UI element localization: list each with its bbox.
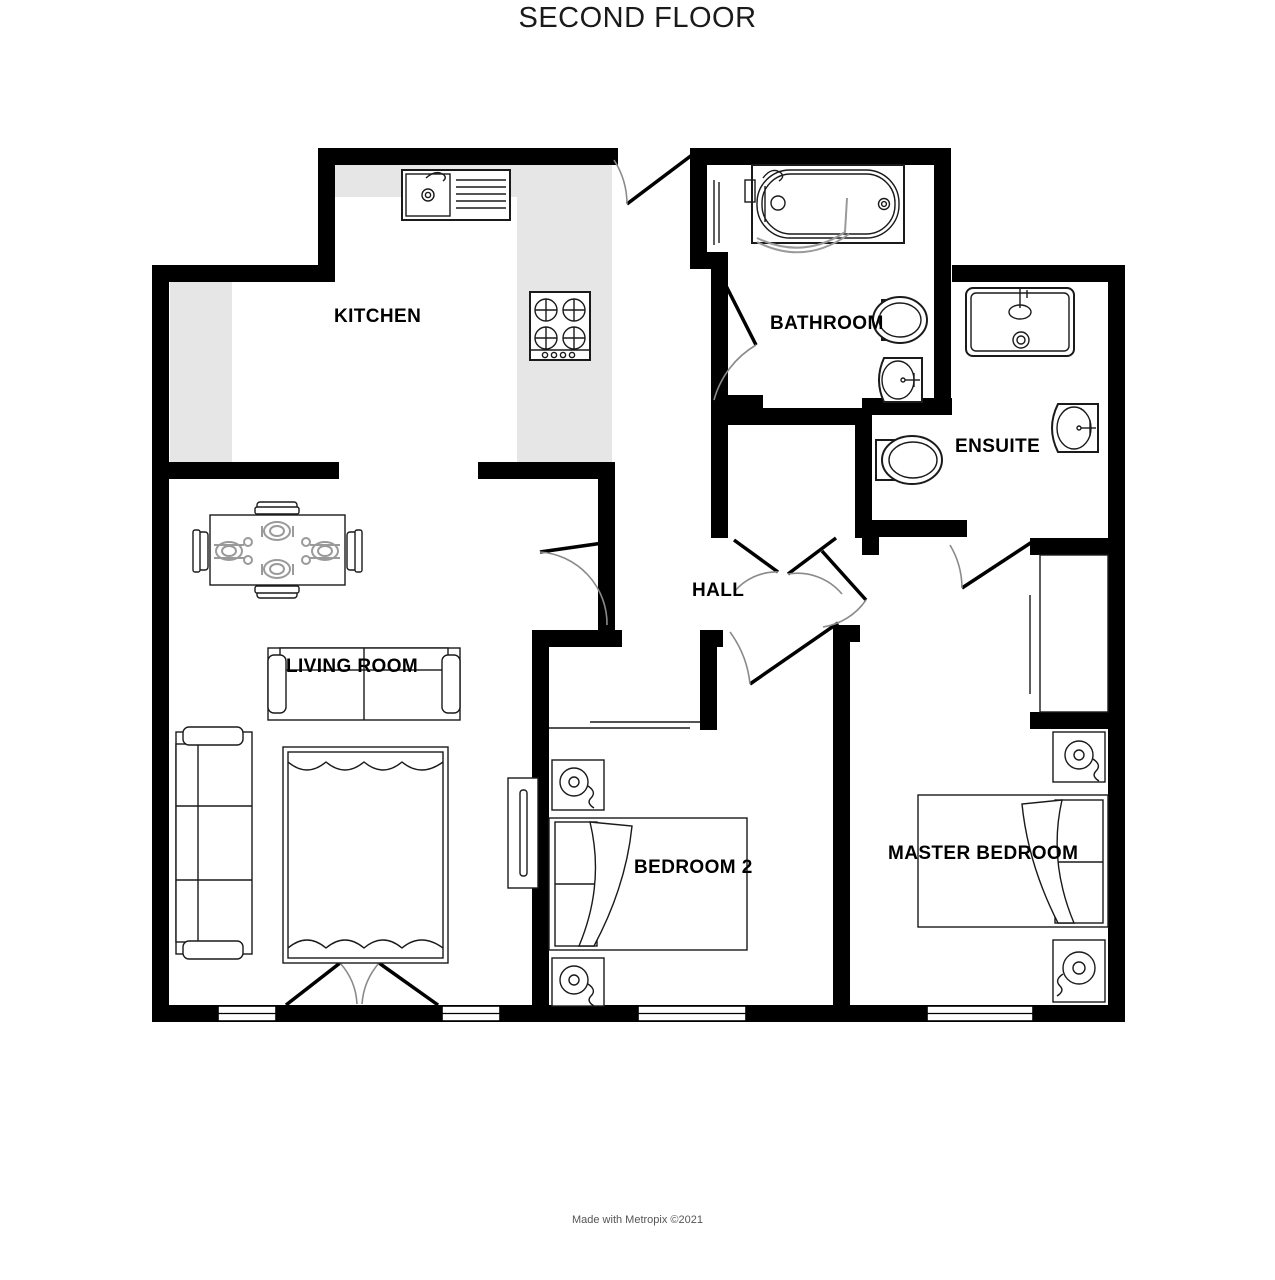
wash-basin-bathroom-icon — [878, 357, 923, 403]
window-bedroom-2 — [636, 1005, 748, 1022]
door-bathroom — [712, 261, 758, 401]
radiator-icon — [507, 777, 539, 889]
wardrobe-master-icon — [1029, 554, 1109, 713]
wash-basin-ensuite-icon — [1051, 403, 1099, 453]
door-hall-lobby-left — [732, 538, 780, 593]
bedside-table-lamp-bedroom-2-bottom — [551, 957, 605, 1007]
bathtub-icon — [744, 164, 905, 254]
room-label-kitchen: KITCHEN — [334, 306, 422, 327]
page-title: SECOND FLOOR — [518, 2, 757, 34]
wardrobe-bedroom-2-icon — [549, 721, 700, 729]
door-living-room-hall — [539, 540, 611, 626]
bedroom-2-furniture — [507, 721, 748, 1007]
three-seat-sofa-icon — [175, 726, 253, 960]
toilet-ensuite-icon — [875, 435, 943, 485]
room-label-living-room: LIVING ROOM — [286, 656, 419, 677]
door-bedroom-2 — [729, 621, 839, 686]
bedside-table-lamp-master-top — [1052, 731, 1106, 783]
ensuite-fixtures — [875, 287, 1099, 485]
sink-with-drainer-icon — [401, 169, 511, 221]
master-bedroom-furniture — [917, 554, 1109, 1003]
door-kitchen-corridor — [613, 153, 694, 206]
room-label-bedroom-2: BEDROOM 2 — [634, 857, 753, 878]
shower-tray-icon — [965, 287, 1075, 357]
kitchen-fixtures — [401, 169, 591, 361]
double-bed-bedroom-2-icon — [548, 817, 748, 951]
toilet-bathroom-icon — [872, 296, 928, 344]
doors — [284, 153, 1033, 1007]
door-master-bedroom — [949, 540, 1033, 590]
room-label-master-bedroom: MASTER BEDROOM — [888, 843, 1079, 864]
bedside-table-lamp-bedroom-2-top — [551, 759, 605, 811]
window-master-bedroom — [925, 1005, 1035, 1022]
door-hall-middle — [820, 549, 868, 628]
room-label-bathroom: BATHROOM — [770, 313, 884, 334]
walls — [152, 148, 1125, 1022]
dining-table-icon — [192, 501, 363, 599]
door-hall-lobby-right — [786, 536, 843, 595]
windows — [216, 1005, 1035, 1022]
window-living-room-right — [440, 1005, 502, 1022]
door-living-room-entry — [284, 961, 440, 1007]
window-living-room-left — [216, 1005, 278, 1022]
two-seat-sofa-icon — [267, 647, 461, 721]
bathroom-fixtures — [713, 164, 928, 403]
bedside-table-lamp-master-bottom — [1052, 939, 1106, 1003]
rug-icon — [282, 746, 449, 964]
credit-text: Made with Metropix ©2021 — [571, 1214, 703, 1226]
double-bed-master-icon — [917, 794, 1109, 928]
room-label-hall: HALL — [692, 580, 745, 601]
hob-4-burner-icon — [529, 291, 591, 361]
room-label-ensuite: ENSUITE — [955, 436, 1041, 457]
living-room-furniture — [175, 501, 461, 964]
